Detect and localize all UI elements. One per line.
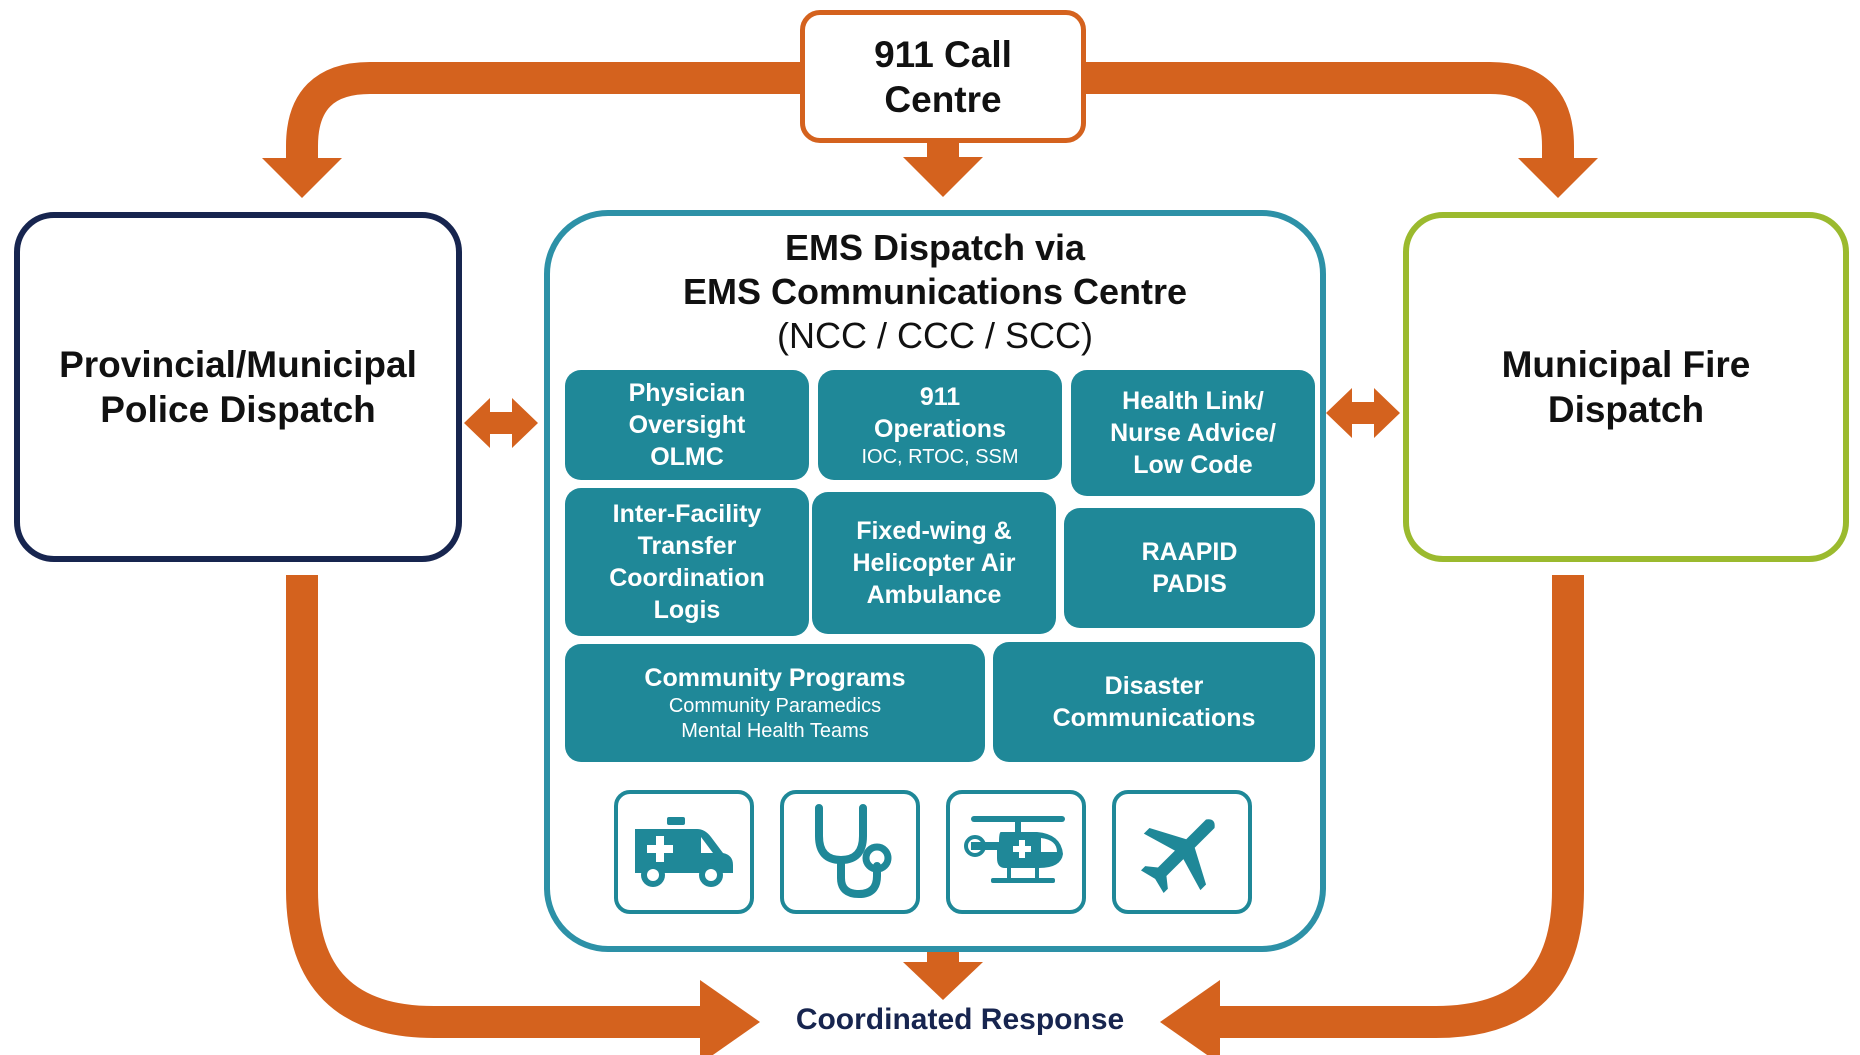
tile-disaster-communications: Disaster Communications bbox=[993, 642, 1315, 762]
arrow-call-to-police bbox=[286, 62, 800, 158]
tile-air-ambulance: Fixed-wing & Helicopter Air Ambulance bbox=[812, 492, 1056, 634]
ems-title-line3: (NCC / CCC / SCC) bbox=[777, 315, 1093, 356]
ems-dispatch-box: EMS Dispatch via EMS Communications Cent… bbox=[544, 210, 1326, 952]
airplane-icon bbox=[1112, 790, 1252, 914]
arrow-police-ems bbox=[464, 398, 538, 448]
tile-title: Community Programs bbox=[644, 664, 906, 692]
arrow-police-to-response bbox=[286, 575, 700, 1038]
arrow-ems-fire bbox=[1326, 388, 1400, 438]
tile-inter-facility-transfer: Inter-Facility Transfer Coordination Log… bbox=[565, 488, 809, 636]
arrow-fire-to-response bbox=[1220, 575, 1584, 1038]
ems-title-line2: EMS Communications Centre bbox=[682, 271, 1188, 312]
call-centre-box: 911 Call Centre bbox=[800, 10, 1086, 143]
tile-raapid-padis: RAAPID PADIS bbox=[1064, 508, 1315, 628]
fire-dispatch-box: Municipal Fire Dispatch bbox=[1403, 212, 1849, 562]
stethoscope-icon bbox=[780, 790, 920, 914]
tile-title: 911 Operations bbox=[874, 382, 1006, 443]
tile-911-operations: 911 Operations IOC, RTOC, SSM bbox=[818, 370, 1062, 480]
coordinated-response-label: Coordinated Response bbox=[795, 1003, 1125, 1036]
tile-subtitle: IOC, RTOC, SSM bbox=[861, 445, 1019, 468]
call-centre-label: 911 Call Centre bbox=[874, 33, 1012, 120]
tile-title: Disaster Communications bbox=[1052, 672, 1256, 732]
police-dispatch-label: Provincial/Municipal Police Dispatch bbox=[59, 344, 417, 430]
ems-title-line1: EMS Dispatch via bbox=[784, 227, 1086, 268]
ems-title: EMS Dispatch via EMS Communications Cent… bbox=[550, 226, 1320, 358]
tile-health-link: Health Link/ Nurse Advice/ Low Code bbox=[1071, 370, 1315, 496]
tile-title: Inter-Facility Transfer Coordination Log… bbox=[609, 500, 765, 624]
fire-dispatch-label: Municipal Fire Dispatch bbox=[1501, 344, 1751, 430]
tile-community-programs: Community Programs Community Paramedics … bbox=[565, 644, 985, 762]
tile-subtitle: Community Paramedics Mental Health Teams bbox=[668, 695, 882, 742]
tile-title: RAAPID PADIS bbox=[1141, 538, 1238, 598]
police-dispatch-box: Provincial/Municipal Police Dispatch bbox=[14, 212, 462, 562]
ambulance-icon bbox=[614, 790, 754, 914]
tile-title: Health Link/ Nurse Advice/ Low Code bbox=[1110, 387, 1276, 479]
arrow-call-to-fire bbox=[1086, 62, 1574, 158]
tile-physician-oversight: Physician Oversight OLMC bbox=[565, 370, 809, 480]
tile-title: Physician Oversight OLMC bbox=[628, 379, 746, 471]
tile-title: Fixed-wing & Helicopter Air Ambulance bbox=[852, 517, 1016, 609]
helicopter-icon bbox=[946, 790, 1086, 914]
